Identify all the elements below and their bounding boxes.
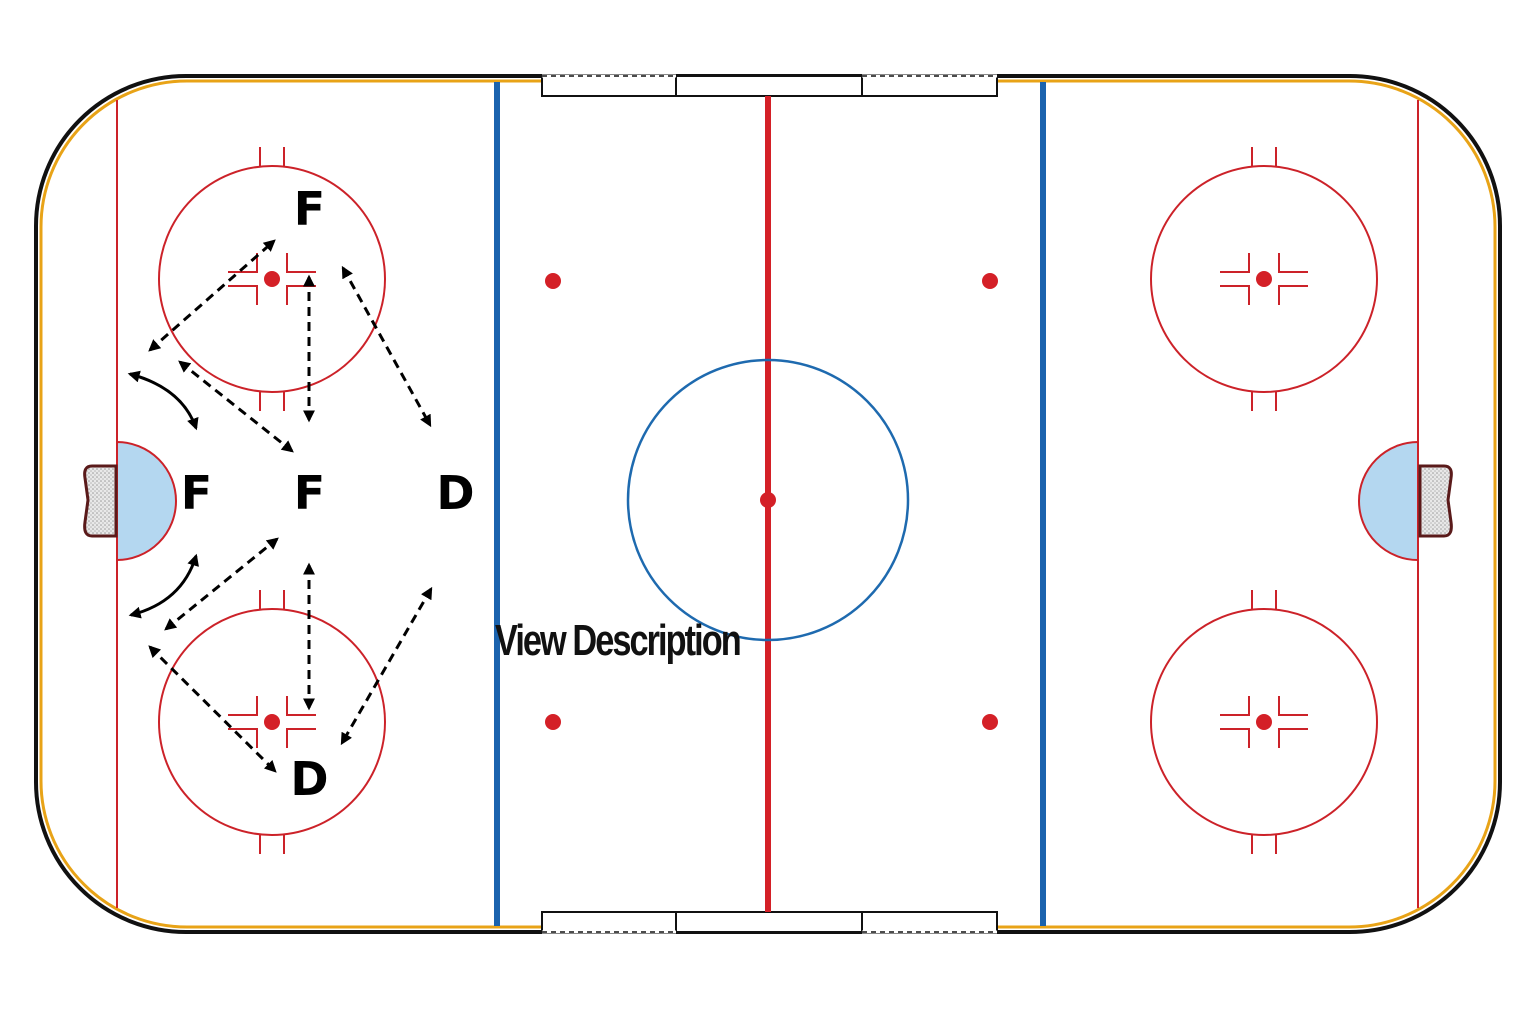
bench-area-top: [541, 74, 998, 97]
neutral-dot: [982, 714, 998, 730]
view-description-link[interactable]: View Description: [495, 616, 742, 665]
pass-arrow: [148, 239, 276, 352]
pass-arrow: [178, 360, 294, 453]
center-faceoff-dot: [760, 492, 776, 508]
goal-net-left: [83, 464, 118, 538]
goal-net-right: [1418, 464, 1453, 538]
player-forward-net: F: [181, 466, 211, 520]
skate-arrow: [128, 553, 199, 619]
neutral-dot: [545, 273, 561, 289]
goal-crease-right: [1358, 440, 1419, 562]
drill-arrows: [127, 239, 433, 773]
neutral-dot: [545, 714, 561, 730]
player-defense-bottom: D: [290, 752, 327, 806]
player-defense-point: D: [436, 466, 473, 520]
skate-arrow: [127, 370, 199, 431]
neutral-dot: [982, 273, 998, 289]
center-faceoff-circle: [626, 358, 910, 642]
player-forward-slot: F: [294, 466, 324, 520]
faceoff-circle-bottom-right: [1150, 590, 1378, 854]
bench-area-bottom: [541, 911, 998, 934]
faceoff-circle-top-right: [1150, 147, 1378, 411]
player-forward-top: F: [294, 182, 324, 236]
